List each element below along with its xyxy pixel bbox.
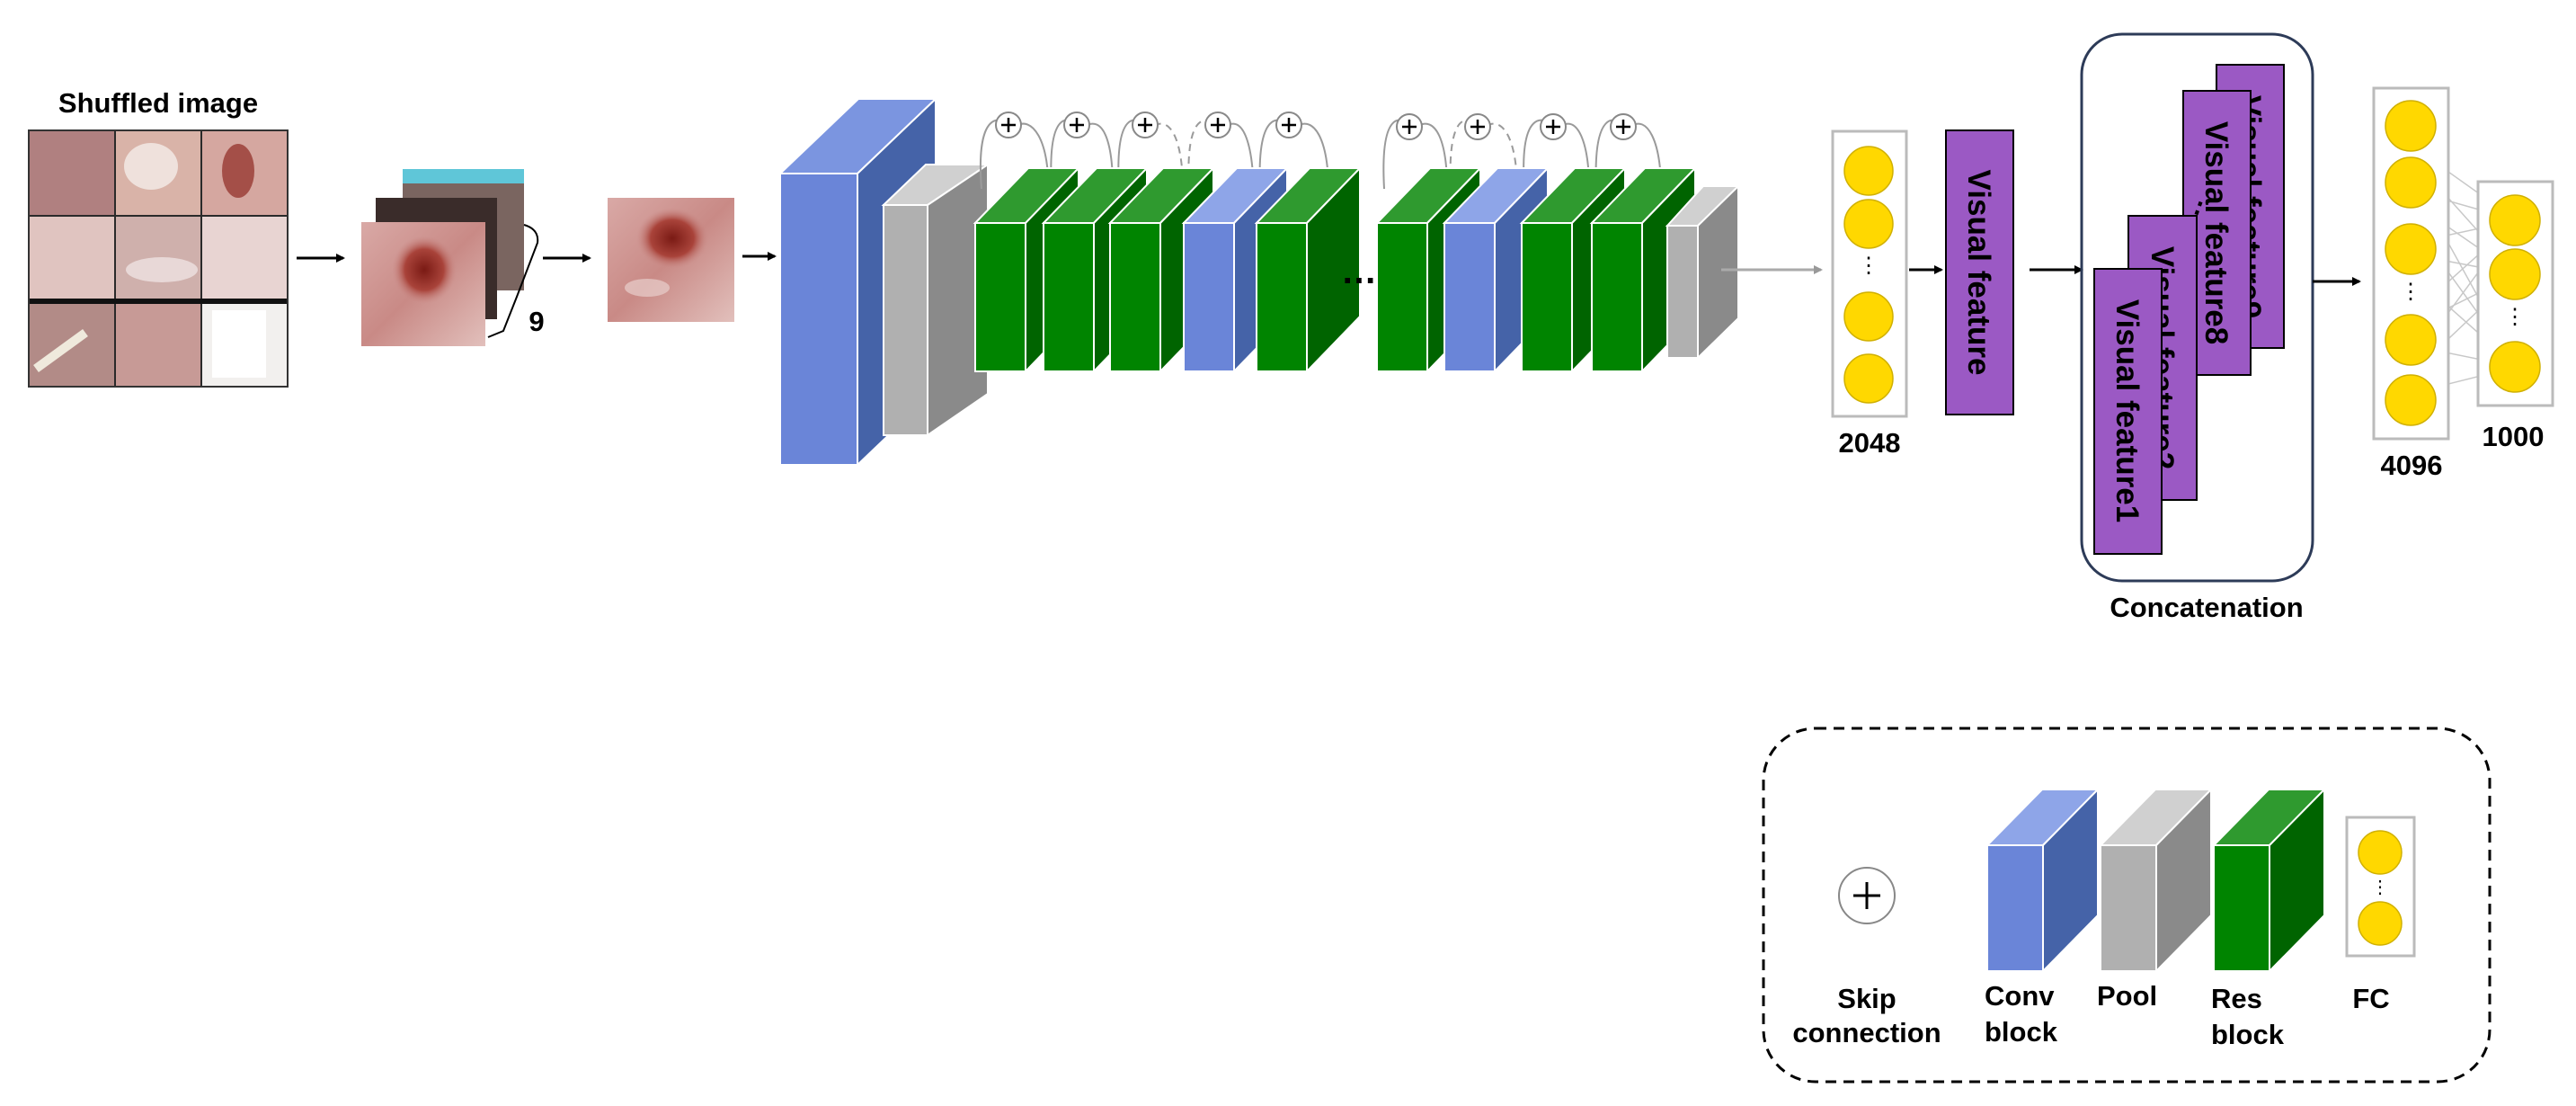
svg-text:⋮: ⋮ xyxy=(2504,305,2526,329)
shuffled-image-grid xyxy=(28,129,289,388)
legend-conv-block xyxy=(1985,787,2101,974)
legend-skip-connection xyxy=(1838,867,1896,924)
single-patch xyxy=(608,198,734,322)
svg-text:⋮: ⋮ xyxy=(2371,878,2389,897)
concatenation-label: Concatenation xyxy=(2110,592,2303,623)
pool-block-small xyxy=(1665,183,1741,361)
visual-feature-stack: Visual feature9 Visual feature8 ⋮ Visual… xyxy=(2093,64,2285,555)
patch-count-label: 9 xyxy=(529,306,544,337)
pooled-dim-label: 2048 xyxy=(1839,427,1901,459)
skip-connection-plus-nodes xyxy=(995,111,1637,140)
legend-res-block xyxy=(2211,787,2327,974)
fc-vector-2048: ⋮ xyxy=(1831,129,1908,418)
legend-fc-label: FC xyxy=(2352,983,2389,1014)
legend-res-label-1: Res xyxy=(2211,983,2262,1014)
svg-text:Visual feature: Visual feature xyxy=(1961,170,1996,376)
visual-feature-box: Visual feature xyxy=(1945,129,2014,415)
legend-pool-block xyxy=(2098,787,2214,974)
ellipsis: … xyxy=(1341,252,1377,291)
visual-feature-8: Visual feature8 xyxy=(2198,121,2234,344)
legend-conv-label-1: Conv xyxy=(1985,980,2055,1012)
legend-skip-label-1: Skip xyxy=(1837,983,1896,1014)
visual-feature-1: Visual feature1 xyxy=(2110,299,2145,522)
legend-conv-label-2: block xyxy=(1985,1016,2058,1048)
concatenation-container xyxy=(2080,32,2314,583)
legend-skip-label-2: connection xyxy=(1792,1017,1941,1048)
fc-layer-1000: ⋮ xyxy=(2476,180,2554,407)
pool-block xyxy=(881,163,991,437)
fc1-dim-label: 4096 xyxy=(2381,450,2443,481)
legend-fc: ⋮ xyxy=(2345,816,2416,958)
legend-pool-label: Pool xyxy=(2097,980,2157,1012)
fc-layer-4096: ⋮ xyxy=(2372,86,2450,441)
plus-icons xyxy=(1001,118,1630,134)
patch-stack xyxy=(361,169,539,346)
legend-box xyxy=(1762,727,2492,1084)
svg-text:⋮: ⋮ xyxy=(1858,254,1879,278)
res-block xyxy=(1254,165,1363,374)
shuffled-image-title: Shuffled image xyxy=(58,87,258,119)
plus-icon xyxy=(1853,882,1880,909)
svg-text:⋮: ⋮ xyxy=(2400,280,2421,304)
legend-res-label-2: block xyxy=(2211,1019,2285,1050)
fc2-dim-label: 1000 xyxy=(2483,421,2545,452)
